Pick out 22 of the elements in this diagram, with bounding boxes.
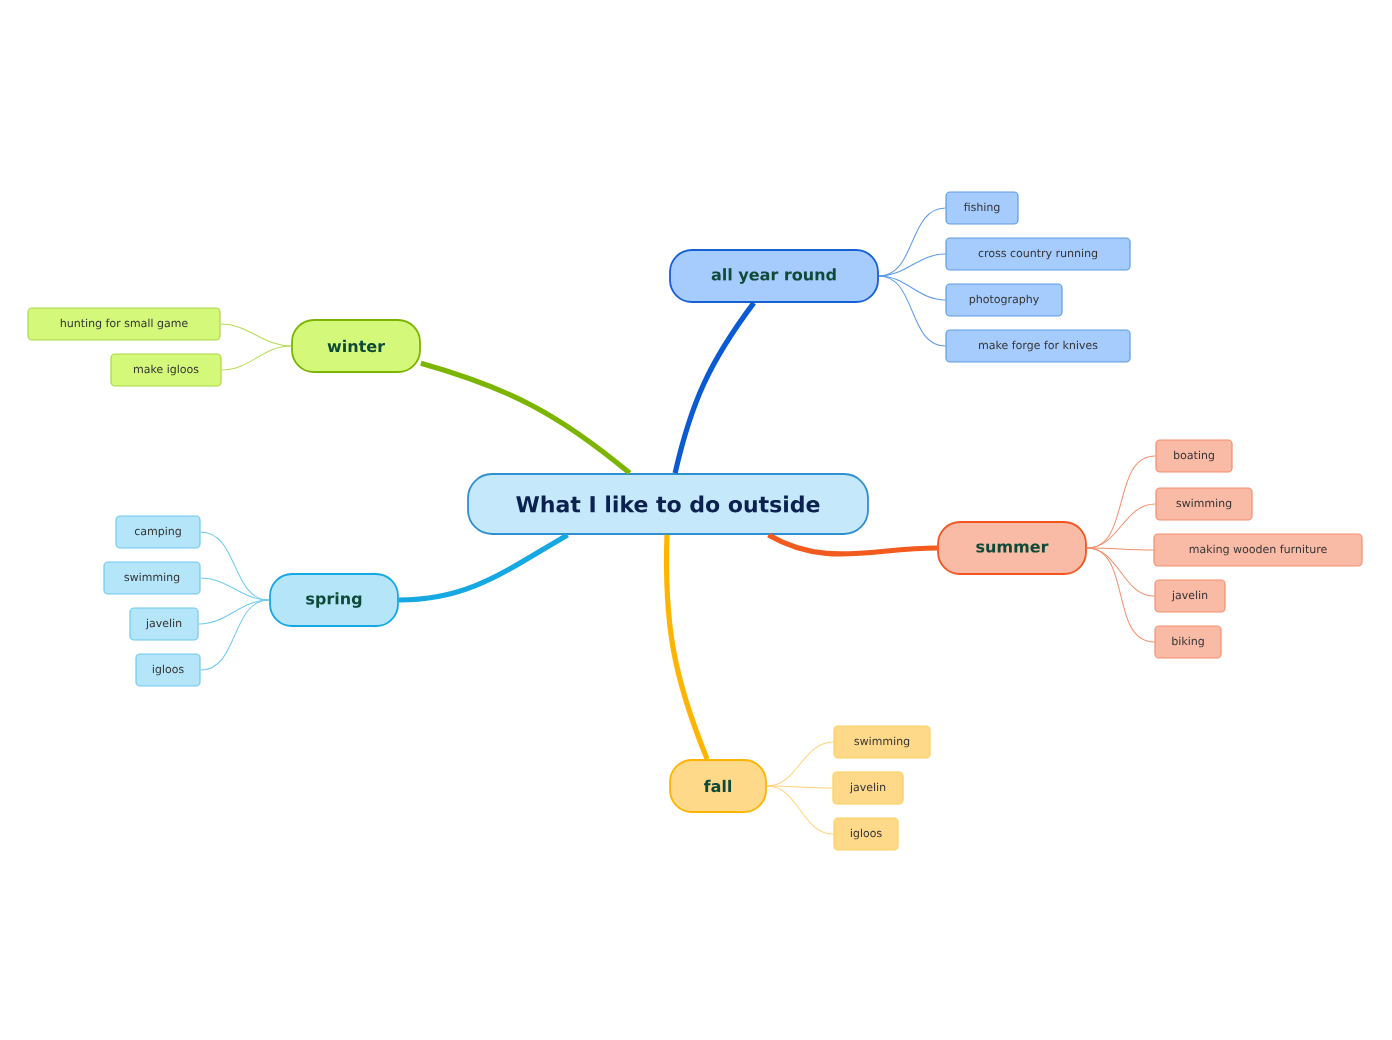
topic-box: What I like to do outside [467, 473, 869, 535]
branch-box: all year round [669, 249, 879, 303]
connector [200, 577, 270, 601]
connector [200, 599, 270, 671]
connector [878, 275, 946, 347]
branch-box: summer [937, 521, 1087, 575]
connector [221, 345, 292, 371]
connector [1086, 547, 1155, 643]
branch-box: fall [669, 759, 767, 813]
connector [767, 532, 938, 557]
connector [220, 323, 292, 347]
connector [766, 785, 834, 835]
connector [672, 301, 756, 474]
connector [766, 785, 833, 789]
connector [878, 275, 946, 301]
connector [398, 532, 569, 603]
branch-box: spring [269, 573, 399, 627]
connector [420, 360, 632, 476]
branch-box: winter [291, 319, 421, 373]
connector [663, 534, 710, 761]
connector [1086, 547, 1154, 551]
connector [878, 253, 946, 277]
